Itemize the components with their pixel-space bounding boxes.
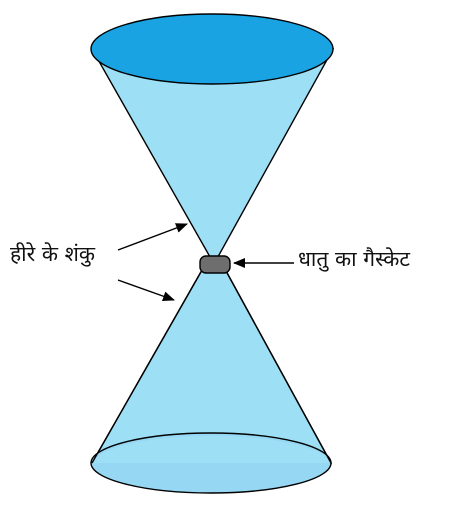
diamond-cones-label: हीरे के शंकु bbox=[10, 242, 96, 266]
arrow-to-top-cone bbox=[117, 223, 188, 251]
bottom-cone-side-right bbox=[213, 248, 332, 464]
bottom-cone-base-upper bbox=[92, 435, 331, 463]
bottom-cone-side-left bbox=[91, 248, 215, 464]
top-cone-face bbox=[90, 13, 334, 85]
metal-gasket-label: धातु का गैस्केट bbox=[298, 247, 410, 271]
arrow-to-bottom-cone bbox=[117, 279, 175, 302]
bottom-diamond-cone bbox=[90, 247, 333, 464]
metal-gasket bbox=[199, 255, 231, 274]
